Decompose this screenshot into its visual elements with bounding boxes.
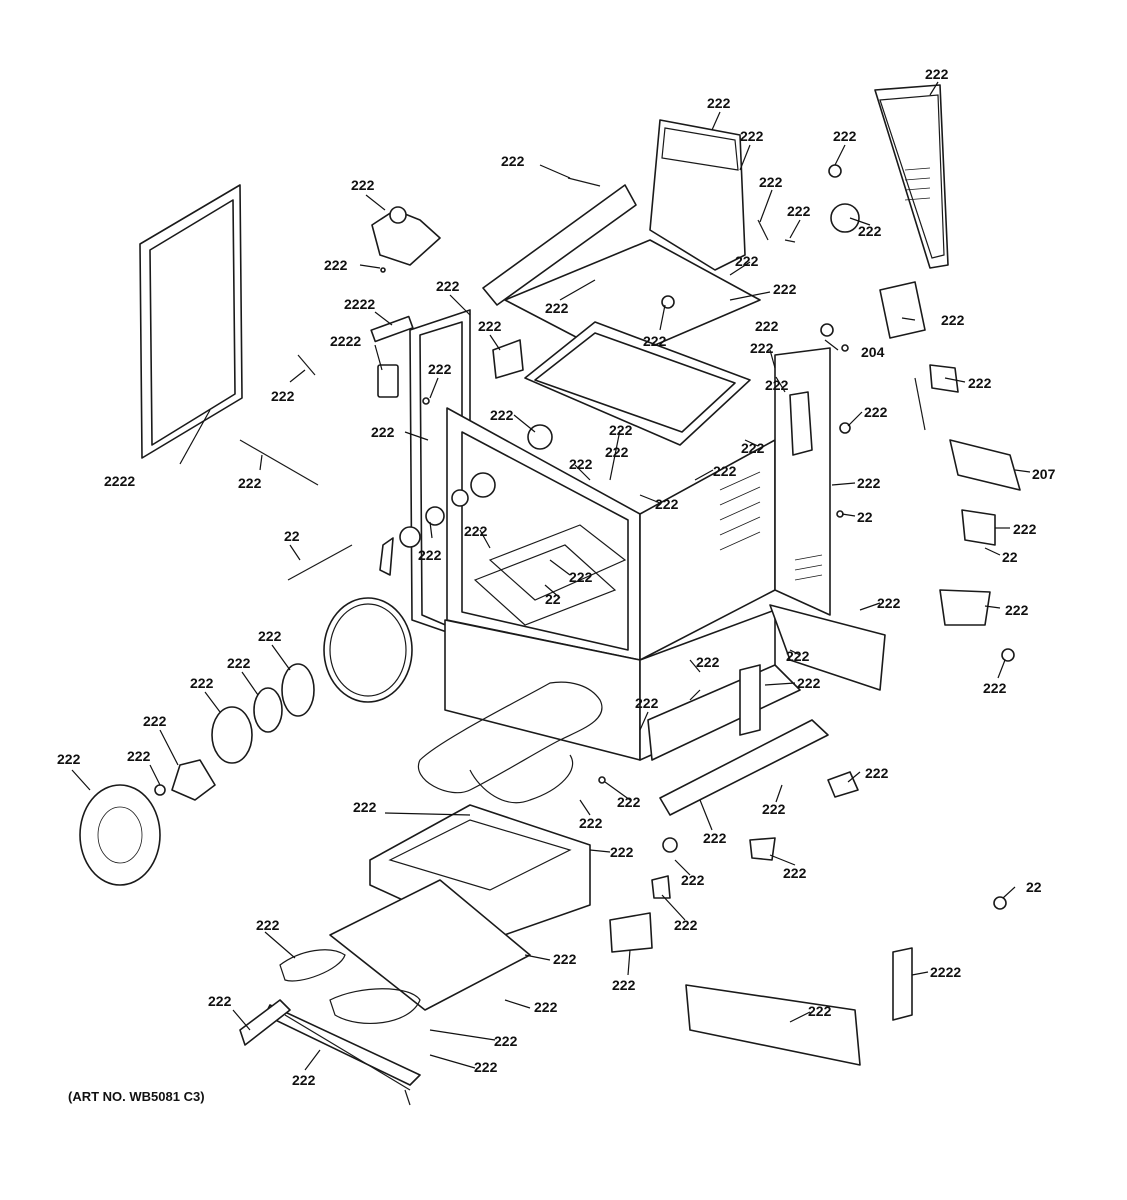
bake-element-bracket-label: 222 (579, 815, 603, 831)
top-duct-label: 222 (707, 95, 731, 111)
drawer-body-label: 222 (553, 951, 577, 967)
cord-clip-label: 222 (864, 404, 888, 420)
spacer-label: 222 (983, 680, 1007, 696)
rack-lock-label: 222 (786, 648, 810, 664)
trim-clip-label: 222 (787, 203, 811, 219)
duct-vent-label: 222 (740, 128, 764, 144)
back-panel-label: 222 (925, 66, 949, 82)
fan-assembly-part (79, 597, 413, 886)
broil-clip-label: 222 (474, 1059, 498, 1075)
leveler-label: 222 (865, 765, 889, 781)
clip-204-label: 204 (861, 344, 885, 360)
fan-mount-label: 222 (258, 628, 282, 644)
art-number: (ART NO. WB5081 C3) (68, 1089, 205, 1104)
back-panel-side-label: 222 (735, 253, 759, 269)
bracket-2222-label: 2222 (930, 964, 961, 980)
insulation-label: 222 (877, 595, 901, 611)
probe-label: 222 (238, 475, 262, 491)
drawer-front-label: 222 (292, 1072, 316, 1088)
side-panel-left-label: 222 (428, 361, 452, 377)
side-panel-right-label: 222 (857, 475, 881, 491)
door-hinge-a-label: 222 (635, 695, 659, 711)
oven-cavity-label: 222 (713, 463, 737, 479)
top-trim-label: 222 (436, 278, 460, 294)
bracket-top-label: 222 (643, 333, 667, 349)
screw-22-label: 222 (674, 917, 698, 933)
terminal-block-label: 222 (1013, 521, 1037, 537)
fan-blade-label: 222 (143, 713, 167, 729)
power-cord-label: 222 (968, 375, 992, 391)
back-cover-label: 222 (773, 281, 797, 297)
top-cover-label: 222 (545, 300, 569, 316)
door-gasket-label: 2222 (104, 473, 135, 489)
vent-22-label: 22 (857, 509, 873, 525)
foot-label: 222 (762, 801, 786, 817)
fan-baffle-label: 222 (227, 655, 251, 671)
oven-body-part (409, 184, 831, 761)
side-vent-label: 222 (765, 377, 789, 393)
bracket-lower-label: 222 (797, 675, 821, 691)
leader-lines (71, 81, 1031, 1071)
element-clip-22-label: 22 (1026, 879, 1042, 895)
grommet-label: 222 (833, 128, 857, 144)
clip-2222-b-label: 2222 (330, 333, 361, 349)
drawer-rail-left-label: 222 (208, 993, 232, 1009)
switch-plate-label: 222 (681, 872, 705, 888)
hinge-pin-label: 222 (655, 496, 679, 512)
terminal-22-label: 22 (1002, 549, 1018, 565)
duct-right-label: 222 (858, 223, 882, 239)
door-switch-label: 222 (1005, 602, 1029, 618)
switch-top-label: 222 (478, 318, 502, 334)
shield-label: 222 (755, 318, 779, 334)
bake-element-label: 222 (353, 799, 377, 815)
light-lens-label: 222 (418, 547, 442, 563)
roller-label: 222 (490, 407, 514, 423)
clip-2222-a-label: 2222 (344, 296, 375, 312)
tie-label: 222 (569, 569, 593, 585)
rack-support-label: 222 (609, 422, 633, 438)
toe-kick-bracket-label: 222 (703, 830, 727, 846)
door-gasket-part (139, 184, 243, 459)
thermostat-part (371, 206, 441, 266)
lamp-socket-label: 222 (371, 424, 395, 440)
lower-right-parts (647, 604, 886, 1066)
bracket-207-label: 207 (1032, 466, 1056, 482)
fan-cover-label: 222 (57, 751, 81, 767)
front-frame-label: 222 (569, 456, 593, 472)
door-hinge-b-label: 222 (617, 794, 641, 810)
broil-element-label: 222 (256, 917, 280, 933)
callout-labels: 2222 222 222 222 222 222 222 222 222 222… (57, 66, 1056, 1088)
light-switch-label: 222 (750, 340, 774, 356)
thermostat-label: 222 (351, 177, 375, 193)
drawer-rail-right-label: 222 (534, 999, 558, 1015)
fan-plate-label: 222 (190, 675, 214, 691)
kick-panel-label: 222 (808, 1003, 832, 1019)
fan-nut-label: 222 (127, 748, 151, 764)
cover-box-label: 222 (612, 977, 636, 993)
drawer-assembly-part (239, 879, 531, 1106)
back-panel-part (874, 84, 949, 269)
clip-22-label: 22 (545, 591, 561, 607)
frame-lower-label: 222 (464, 523, 488, 539)
screw-top-label: 222 (501, 153, 525, 169)
bracket-clip-label: 222 (759, 174, 783, 190)
cam-label: 222 (783, 865, 807, 881)
connector-label: 222 (605, 444, 629, 460)
harness-label: 222 (941, 312, 965, 328)
insulation-bottom-label: 222 (696, 654, 720, 670)
small-parts (239, 164, 1021, 1021)
sensor-22-label: 22 (284, 528, 300, 544)
top-duct-part (649, 119, 746, 271)
drawer-stop-label: 222 (494, 1033, 518, 1049)
spring-label: 222 (271, 388, 295, 404)
duct-inner-label: 222 (741, 440, 765, 456)
thermostat-clip-label: 222 (324, 257, 348, 273)
bottom-cover-label: 222 (610, 844, 634, 860)
